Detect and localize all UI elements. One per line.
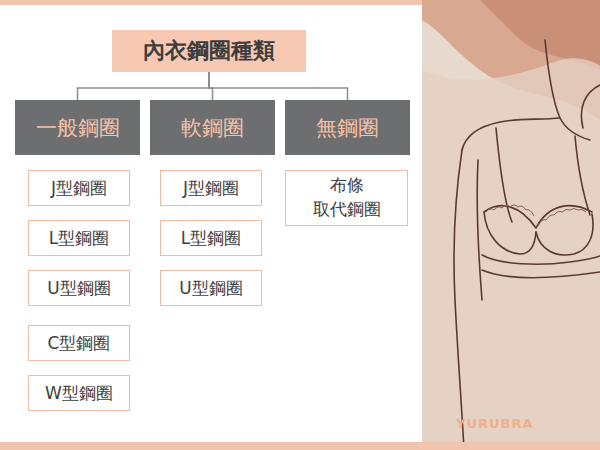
node-text: L型鋼圈	[49, 227, 109, 250]
title-box: 內衣鋼圈種類	[112, 30, 306, 72]
node-text: W型鋼圈	[45, 382, 113, 405]
type-box: 布條 取代鋼圈	[285, 170, 408, 226]
node-text: J型鋼圈	[51, 177, 107, 200]
node-text: C型鋼圈	[48, 332, 111, 355]
category-box: 無鋼圈	[285, 100, 410, 155]
type-box: J型鋼圈	[160, 170, 262, 206]
type-box: W型鋼圈	[28, 375, 130, 411]
node-text: L型鋼圈	[181, 227, 241, 250]
type-box: J型鋼圈	[28, 170, 130, 206]
tree-connector	[209, 72, 348, 100]
node-text: U型鋼圈	[179, 277, 242, 300]
type-box: L型鋼圈	[160, 220, 262, 256]
node-text: 一般鋼圈	[36, 114, 120, 142]
node-text: 內衣鋼圈種類	[143, 36, 275, 66]
type-box: C型鋼圈	[28, 325, 130, 361]
type-box: U型鋼圈	[28, 270, 130, 306]
type-box: U型鋼圈	[160, 270, 262, 306]
tree-connector	[78, 72, 210, 100]
node-text: 軟鋼圈	[181, 114, 244, 142]
watermark: YURUBRA	[456, 416, 534, 431]
type-box: L型鋼圈	[28, 220, 130, 256]
node-text: 無鋼圈	[316, 114, 379, 142]
node-text: 布條 取代鋼圈	[305, 174, 389, 222]
node-text: J型鋼圈	[183, 177, 239, 200]
category-box: 一般鋼圈	[15, 100, 140, 155]
category-box: 軟鋼圈	[150, 100, 275, 155]
node-text: U型鋼圈	[47, 277, 110, 300]
